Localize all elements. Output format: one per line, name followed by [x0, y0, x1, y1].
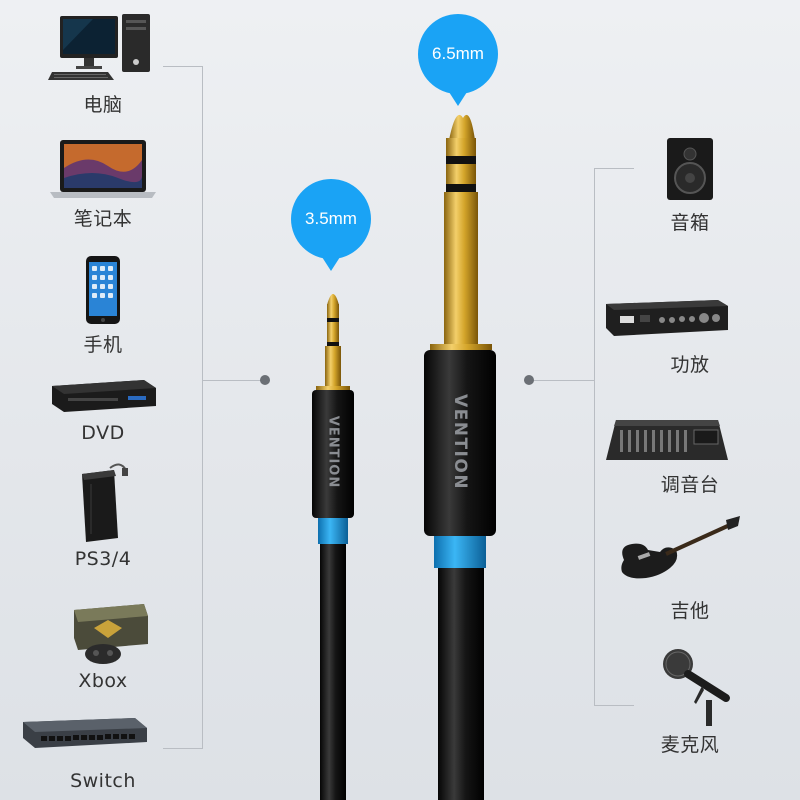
plug-3-5mm — [312, 294, 354, 800]
speaker-icon — [667, 138, 713, 200]
brand-label-small: VENTION — [326, 416, 341, 488]
right-bracket-top — [594, 168, 634, 169]
game-console-icon — [82, 463, 128, 542]
device-ps: PS3/4 — [23, 460, 183, 570]
device-microphone: 麦克风 — [610, 646, 770, 757]
size-bubble-6-5mm: 6.5mm — [418, 14, 498, 106]
brand-text: VENTION — [450, 393, 470, 491]
amplifier-icon — [606, 300, 728, 336]
device-label: 手机 — [83, 334, 123, 356]
device-guitar: 吉他 — [610, 516, 770, 623]
device-switch: Switch — [23, 712, 183, 792]
network-switch-icon — [23, 718, 147, 748]
left-connector-dot — [260, 375, 270, 385]
device-label: 笔记本 — [73, 208, 133, 230]
brand-label-large: VENTION — [450, 394, 470, 490]
device-label: Xbox — [78, 670, 128, 692]
right-bracket-bottom — [594, 705, 634, 706]
mixing-console-icon — [606, 420, 728, 460]
dvd-player-icon — [52, 380, 156, 412]
right-connector — [534, 380, 594, 381]
left-connector — [202, 380, 262, 381]
device-label: PS3/4 — [74, 548, 132, 570]
device-mixer: 调音台 — [606, 414, 770, 497]
device-phone: 手机 — [23, 254, 183, 357]
size-label: 6.5mm — [432, 44, 484, 63]
device-label: 麦克风 — [660, 734, 720, 756]
left-bracket-bottom — [163, 748, 203, 749]
device-label: 音箱 — [670, 212, 710, 234]
device-label: 功放 — [670, 354, 710, 376]
xbox-console-icon — [74, 604, 148, 664]
right-connector-dot — [524, 375, 534, 385]
device-label: 吉他 — [670, 600, 710, 622]
desktop-computer-icon — [48, 14, 150, 80]
size-bubble-3-5mm: 3.5mm — [291, 179, 371, 271]
device-label: 调音台 — [660, 474, 720, 496]
laptop-icon — [50, 140, 156, 198]
device-desktop: 电脑 — [23, 10, 183, 117]
left-bracket-top — [163, 66, 203, 67]
smartphone-icon — [86, 256, 120, 324]
device-laptop: 笔记本 — [23, 138, 183, 231]
brand-text: VENTION — [325, 415, 341, 489]
device-label: 电脑 — [83, 94, 123, 116]
right-bracket-vertical — [594, 168, 595, 706]
size-label: 3.5mm — [305, 209, 357, 228]
device-label: DVD — [81, 422, 125, 444]
device-label: Switch — [70, 770, 136, 792]
electric-guitar-icon — [621, 516, 740, 579]
device-amplifier: 功放 — [606, 294, 770, 377]
device-dvd: DVD — [23, 376, 183, 444]
device-speaker: 音箱 — [610, 134, 770, 235]
left-bracket-vertical — [202, 66, 203, 749]
microphone-icon — [663, 649, 730, 726]
device-xbox: Xbox — [23, 598, 183, 692]
